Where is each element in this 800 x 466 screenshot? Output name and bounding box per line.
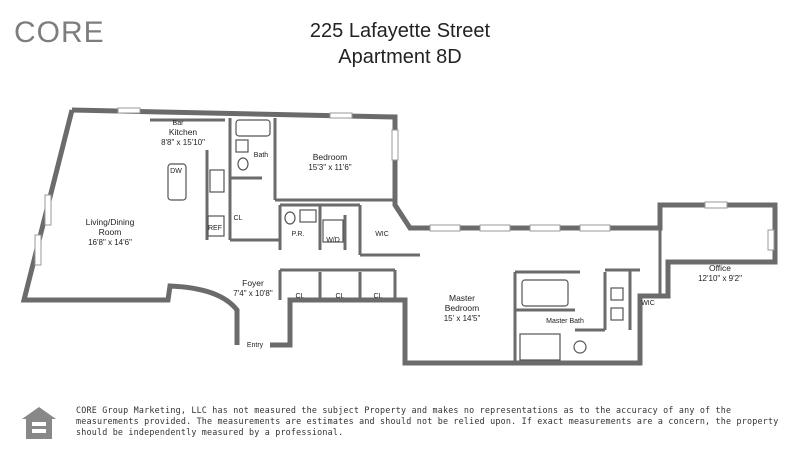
- living-room-dims: 16'8" x 14'6": [88, 238, 132, 247]
- stove-icon: [209, 169, 225, 193]
- office-label: Office: [709, 263, 731, 273]
- fixtures: [167, 119, 624, 361]
- address-line-2: Apartment 8D: [338, 46, 462, 68]
- closet-label-4: CL: [374, 293, 383, 300]
- foyer-dims: 7'4" x 10'8": [233, 289, 273, 298]
- master-bedroom-label-2: Bedroom: [445, 303, 480, 313]
- vanity-sink-1-icon: [610, 287, 624, 301]
- shower-icon: [519, 333, 561, 361]
- washer-dryer-label: W/D: [326, 237, 340, 244]
- ref-label: REF: [208, 225, 222, 232]
- equal-housing-icon: [22, 407, 56, 439]
- wic-label-1: WIC: [375, 231, 389, 238]
- powder-sink-icon: [299, 209, 317, 223]
- dishwasher-label: DW: [170, 168, 182, 175]
- kitchen-dims: 8'8" x 15'10": [161, 138, 205, 147]
- living-room-label-1: Living/Dining: [86, 217, 135, 227]
- powder-toilet-icon: [284, 211, 296, 225]
- kitchen-label: Kitchen: [169, 127, 198, 137]
- wic-label-2: WIC: [641, 300, 655, 307]
- refrigerator-icon: [207, 215, 225, 237]
- bathtub-icon: [235, 119, 271, 137]
- entry-label: Entry: [247, 342, 264, 349]
- master-tub-icon: [521, 279, 569, 307]
- disclaimer-text: CORE Group Marketing, LLC has not measur…: [76, 405, 779, 437]
- bedroom-label: Bedroom: [313, 152, 348, 162]
- closet-label-3: CL: [336, 293, 345, 300]
- master-bedroom-dims: 15' x 14'5": [444, 314, 481, 323]
- office-dims: 12'10" x 9'2": [698, 274, 742, 283]
- master-bath-label: Master Bath: [546, 318, 584, 325]
- closet-label-1: CL: [234, 215, 243, 222]
- master-toilet-icon: [573, 340, 587, 354]
- bedroom-dims: 15'3" x 11'6": [308, 163, 351, 172]
- exterior-walls: [20, 107, 778, 366]
- powder-room-label: P.R.: [292, 231, 305, 238]
- windows: [34, 107, 775, 266]
- address-line-1: 225 Lafayette Street: [309, 20, 491, 42]
- vanity-sink-2-icon: [610, 307, 624, 321]
- bar-label: Bar: [173, 120, 185, 127]
- master-bedroom-label-1: Master: [449, 293, 475, 303]
- kitchen-island: [167, 163, 187, 201]
- living-room-label-2: Room: [99, 227, 122, 237]
- core-logo: CORE: [14, 16, 105, 49]
- closet-label-2: CL: [296, 293, 305, 300]
- bath-label: Bath: [254, 152, 269, 159]
- sink-icon: [235, 139, 249, 153]
- foyer-label: Foyer: [242, 278, 264, 288]
- washer-dryer-icon: [322, 219, 344, 243]
- toilet-icon: [237, 157, 249, 171]
- interior-walls: [150, 118, 662, 362]
